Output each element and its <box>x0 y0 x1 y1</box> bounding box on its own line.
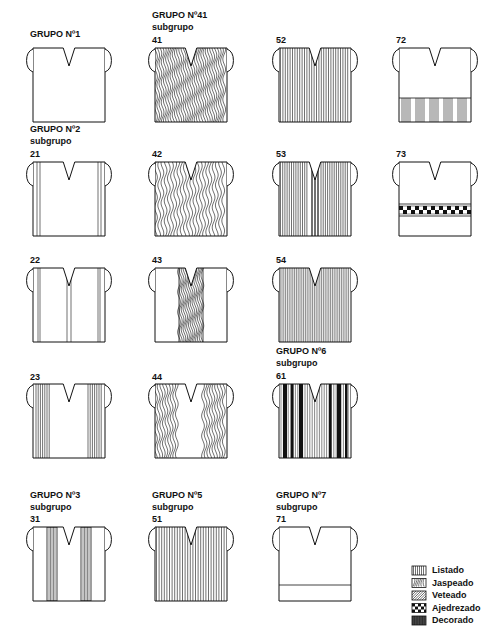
legend-label: Jaspeado <box>432 578 474 589</box>
subgroup-number: 42 <box>152 149 162 160</box>
legend-swatch <box>402 591 436 600</box>
group-label: subgrupo <box>152 502 194 513</box>
legend-swatch <box>412 566 426 575</box>
group-label: GRUPO Nº41 <box>152 10 207 21</box>
subgroup-number: 72 <box>396 35 406 46</box>
subgroup-number: 43 <box>152 255 162 266</box>
subgroup-number: 21 <box>30 149 40 160</box>
tunic-drawing <box>393 162 478 236</box>
subgroup-number: 23 <box>30 372 40 383</box>
subgroup-number: 71 <box>276 514 286 525</box>
group-label: GRUPO Nº1 <box>30 29 80 40</box>
legend-swatch <box>412 579 426 588</box>
group-label: subgrupo <box>276 502 318 513</box>
group-label: GRUPO Nº2 <box>30 124 80 135</box>
subgroup-number: 51 <box>152 514 162 525</box>
tunic-drawing <box>393 48 478 122</box>
subgroup-number: 44 <box>152 372 162 383</box>
tunic-drawing <box>273 527 358 601</box>
tunic-drawing <box>273 48 358 122</box>
tunic-drawing <box>149 268 234 342</box>
legend-label: Listado <box>432 565 464 576</box>
legend-swatch <box>412 604 427 613</box>
subgroup-number: 53 <box>276 149 286 160</box>
group-label: GRUPO Nº3 <box>30 490 80 501</box>
group-label: subgrupo <box>30 502 72 513</box>
subgroup-number: 54 <box>276 255 286 266</box>
group-label: subgrupo <box>30 136 72 147</box>
tunic-drawing <box>149 48 234 122</box>
subgroup-number: 61 <box>276 371 286 382</box>
legend-swatch <box>412 616 426 625</box>
tunic-drawing <box>27 268 112 342</box>
group-label: GRUPO Nº5 <box>152 490 202 501</box>
group-label: subgrupo <box>152 22 194 33</box>
tunic-drawing <box>27 527 112 601</box>
tunic-drawing <box>273 268 358 342</box>
group-label: GRUPO Nº7 <box>276 490 326 501</box>
tunic-drawing <box>149 527 234 601</box>
subgroup-number: 73 <box>396 149 406 160</box>
group-label: subgrupo <box>276 358 318 369</box>
tunic-drawing <box>273 384 358 458</box>
tunic-drawing <box>149 384 234 458</box>
legend-label: Veteado <box>432 590 467 601</box>
legend-label: Ajedrezado <box>432 603 481 614</box>
subgroup-number: 22 <box>30 255 40 266</box>
tunic-drawing <box>27 48 112 122</box>
group-label: GRUPO Nº6 <box>276 346 326 357</box>
legend-label: Decorado <box>432 615 474 626</box>
subgroup-number: 31 <box>30 514 40 525</box>
tunic-drawing <box>27 384 112 458</box>
subgroup-number: 41 <box>152 35 162 46</box>
tunic-drawing <box>149 162 234 236</box>
tunic-drawing <box>27 162 112 236</box>
tunic-drawing <box>273 162 358 236</box>
subgroup-number: 52 <box>276 35 286 46</box>
